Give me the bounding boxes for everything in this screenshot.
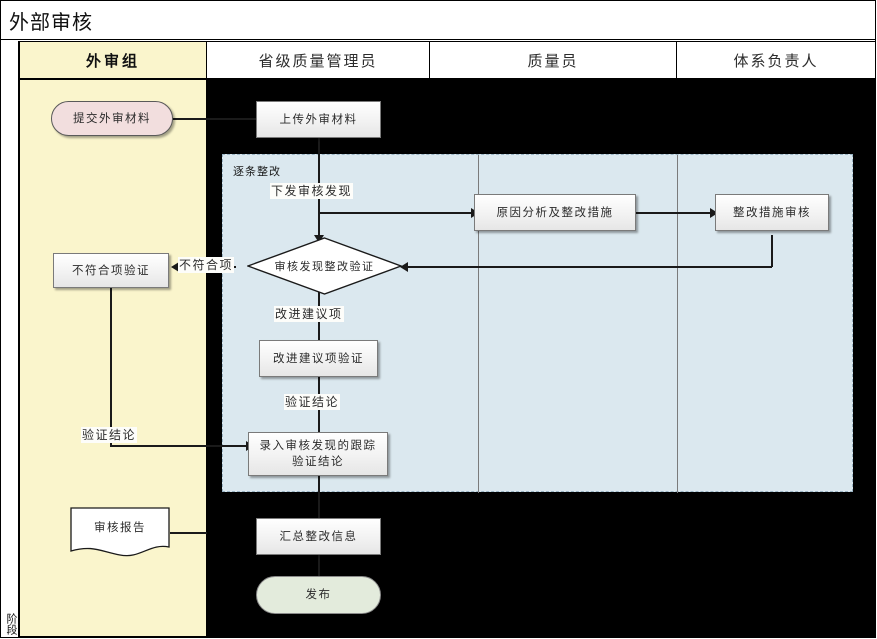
phase-lane-divider-2 <box>478 155 479 493</box>
arrowhead-to-measure-review <box>710 208 718 218</box>
lane-header-province-quality-manager: 省级质量管理员 <box>206 41 430 79</box>
connector-issue-findings-down <box>318 212 320 239</box>
lane-header-quality-officer: 质量员 <box>429 41 677 79</box>
lane-header-label: 体系负责人 <box>733 53 819 70</box>
edge-label-improvement-item: 改进建议项 <box>274 306 344 322</box>
lane-header-label: 质量员 <box>527 53 579 70</box>
edge-label-nonconformity: 不符合项 <box>178 257 235 273</box>
node-nonconformity-verification[interactable]: 不符合项验证 <box>53 253 169 288</box>
connector-submit-to-upload <box>173 118 269 120</box>
node-label: 审核发现整改验证 <box>274 261 375 273</box>
connector-nonconformity-to-record <box>110 445 248 447</box>
node-label: 发布 <box>305 589 332 601</box>
edge-label-issue-findings: 下发审核发现 <box>270 183 354 199</box>
node-audit-report[interactable]: 审核报告 <box>70 507 170 557</box>
diagram-canvas: 外审组 省级质量管理员 质量员 体系负责人 逐条整改 <box>19 41 876 638</box>
node-label: 原因分析及整改措施 <box>496 206 614 219</box>
node-label: 审核报告 <box>94 522 146 534</box>
node-label: 汇总整改信息 <box>279 530 358 543</box>
connector-to-cause-analysis <box>318 212 473 214</box>
connector-cause-to-measure-review <box>636 212 713 214</box>
node-label-line1: 录入审核发现的跟踪 <box>259 440 377 452</box>
edge-label-verify-conclusion-center: 验证结论 <box>284 394 341 410</box>
phase-strip-label: 阶段 <box>5 613 17 635</box>
phase-strip: 阶段 <box>1 41 19 637</box>
node-label: 不符合项验证 <box>72 264 150 277</box>
node-record-audit-finding-followup-conclusion[interactable]: 录入审核发现的跟踪 验证结论 <box>248 432 388 476</box>
connector-measure-review-down <box>771 235 773 267</box>
connector-audit-report-right <box>170 532 207 534</box>
node-summarize-rectification-info[interactable]: 汇总整改信息 <box>256 518 381 555</box>
node-cause-analysis-and-corrective-measures[interactable]: 原因分析及整改措施 <box>474 194 636 231</box>
lane-header-label: 省级质量管理员 <box>258 53 378 70</box>
node-label-line2: 验证结论 <box>292 456 344 468</box>
node-publish[interactable]: 发布 <box>256 576 381 614</box>
node-corrective-measure-review[interactable]: 整改措施审核 <box>715 194 829 231</box>
lane-header-system-owner: 体系负责人 <box>676 41 876 79</box>
connector-measure-review-back-left <box>402 266 772 268</box>
node-audit-finding-rectification-verification[interactable]: 审核发现整改验证 <box>247 237 402 295</box>
page-title-bar: 外部审核 <box>1 1 875 40</box>
connector-upload-down <box>318 137 320 213</box>
lane-header-label: 外审组 <box>85 52 140 70</box>
phase-lane-divider-3 <box>677 155 678 493</box>
node-label: 上传外审材料 <box>279 113 358 126</box>
node-label: 提交外审材料 <box>73 112 151 125</box>
edge-label-verify-conclusion-left: 验证结论 <box>81 427 138 443</box>
page-title: 外部审核 <box>9 11 93 34</box>
diamond-shape <box>247 237 402 295</box>
node-upload-external-audit-material[interactable]: 上传外审材料 <box>256 101 381 138</box>
phase-container-label: 逐条整改 <box>233 166 281 178</box>
document-shape <box>70 507 170 557</box>
node-submit-external-audit-material[interactable]: 提交外审材料 <box>51 101 173 136</box>
connector-record-to-summary <box>318 476 320 529</box>
connector-summary-to-publish <box>318 555 320 577</box>
arrowhead-to-decision-right <box>400 262 408 272</box>
arrowhead-to-decision-top <box>314 235 324 243</box>
lane-header-external-audit-team: 外审组 <box>19 41 207 79</box>
node-improvement-suggestion-verification[interactable]: 改进建议项验证 <box>259 340 378 377</box>
connector-nonconformity-down <box>110 288 112 446</box>
node-label: 改进建议项验证 <box>273 352 364 365</box>
node-label: 整改措施审核 <box>733 206 811 219</box>
arrowhead-to-nonconformity-verify <box>171 262 179 272</box>
